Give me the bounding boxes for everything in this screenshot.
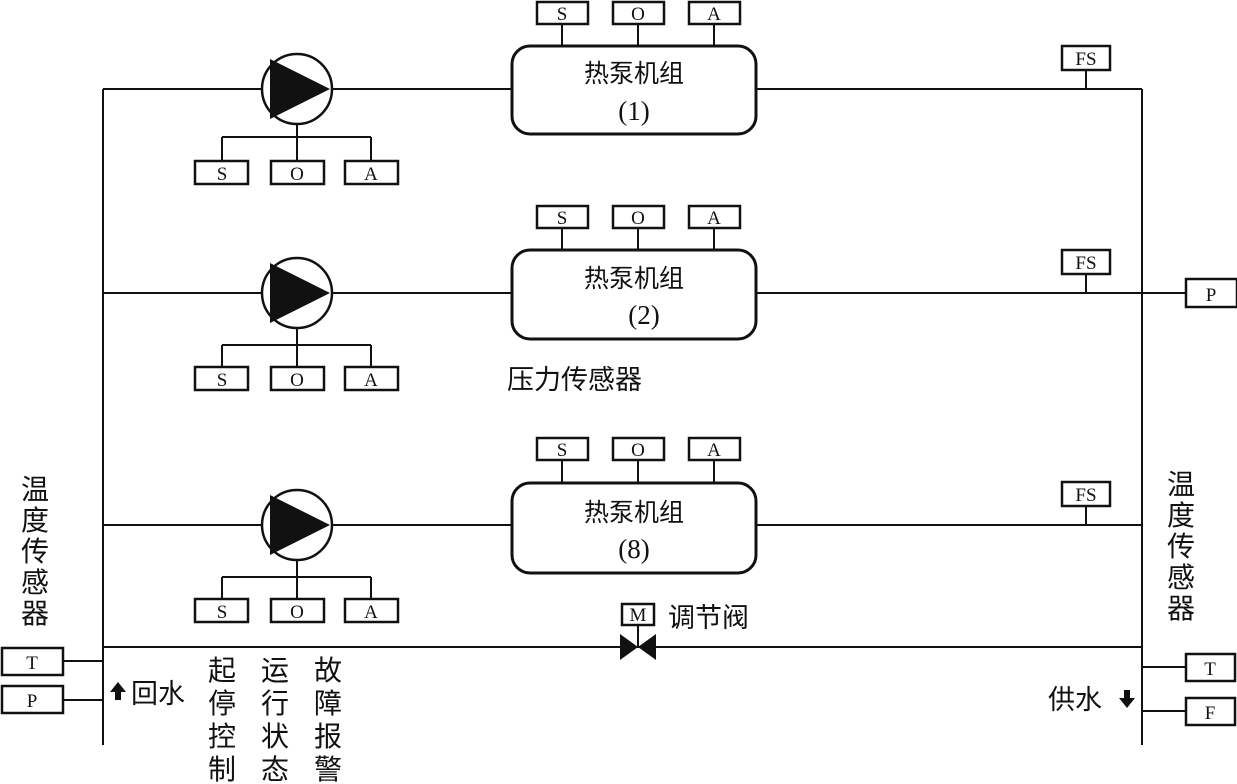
flow-switch-2: FS xyxy=(1075,253,1096,274)
unit-8-name: 热泵机组 xyxy=(584,498,684,527)
pump-2-io-s: S xyxy=(217,370,228,391)
unit-8-number: (8) xyxy=(618,534,649,564)
pressure-sensor-label: 压力传感器 xyxy=(507,365,642,396)
flow-switch-1: FS xyxy=(1075,49,1096,70)
unit-1-number: (1) xyxy=(618,96,649,126)
unit-8-io-a: A xyxy=(707,440,721,461)
pump-8-io-o: O xyxy=(290,602,304,623)
fault-alarm-label: 故障报警 xyxy=(314,654,342,784)
pressure-sensor-branch: P 压力传感器 xyxy=(507,277,1237,396)
heat-pump-unit-1: 热泵机组 (1) S O A xyxy=(510,0,758,136)
pump-8: S O A xyxy=(193,488,400,624)
supply-side-sensors: 温度传感器 T F 供水 xyxy=(1048,468,1237,727)
pump-2-io-a: A xyxy=(364,370,378,391)
pressure-sensor-box: P xyxy=(1206,285,1217,306)
unit-1-io-s: S xyxy=(557,4,568,25)
right-flow-box: F xyxy=(1205,703,1216,724)
unit-2-number: (2) xyxy=(628,300,659,330)
heat-pump-unit-8: 热泵机组 (8) S O A xyxy=(510,436,758,575)
supply-water-label: 供水 xyxy=(1048,685,1102,716)
regulating-valve-label: 调节阀 xyxy=(668,603,749,634)
pump-2-io-o: O xyxy=(290,370,304,391)
pump-2: S O A xyxy=(193,256,400,392)
pump-1-io-o: O xyxy=(290,164,304,185)
unit-8-io-o: O xyxy=(631,440,645,461)
return-water-label: 回水 xyxy=(131,679,185,710)
left-temp-box: T xyxy=(26,653,38,674)
unit-2-io-o: O xyxy=(631,208,645,229)
regulating-valve: M 调节阀 xyxy=(620,602,749,660)
unit-1-box xyxy=(510,44,758,136)
start-stop-control-label: 起停控制 xyxy=(208,654,236,784)
left-temp-sensor-label: 温度传感器 xyxy=(21,473,49,630)
unit-2-name: 热泵机组 xyxy=(584,264,684,293)
heat-pump-unit-2: 热泵机组 (2) S O A xyxy=(510,204,758,341)
unit-1-name: 热泵机组 xyxy=(584,59,684,88)
right-temp-box: T xyxy=(1204,659,1216,680)
return-side-sensors: 温度传感器 T P 回水 xyxy=(0,473,185,715)
valve-icon xyxy=(620,634,638,660)
unit-1-io-a: A xyxy=(707,4,721,25)
valve-motor-box: M xyxy=(630,605,647,626)
unit-8-io-s: S xyxy=(557,440,568,461)
pump-8-io-a: A xyxy=(364,602,378,623)
right-temp-sensor-label: 温度传感器 xyxy=(1167,468,1195,625)
io-legend: 起停控制 运行状态 故障报警 xyxy=(208,654,342,784)
pump-1-io-a: A xyxy=(364,164,378,185)
unit-1-io-o: O xyxy=(631,4,645,25)
supply-arrow-down-icon xyxy=(1119,690,1135,708)
left-pressure-box: P xyxy=(27,691,38,712)
pump-8-io-s: S xyxy=(217,602,228,623)
flow-switch-8: FS xyxy=(1075,485,1096,506)
unit-2-io-a: A xyxy=(707,208,721,229)
pump-1-io-s: S xyxy=(217,164,228,185)
return-arrow-up-icon xyxy=(110,682,126,700)
running-status-label: 运行状态 xyxy=(261,654,289,784)
unit-8-box xyxy=(510,481,758,575)
flow-switches: FS FS FS xyxy=(1060,44,1112,525)
pump-1: S O A xyxy=(193,52,400,186)
unit-2-box xyxy=(510,248,758,341)
unit-2-io-s: S xyxy=(557,208,568,229)
